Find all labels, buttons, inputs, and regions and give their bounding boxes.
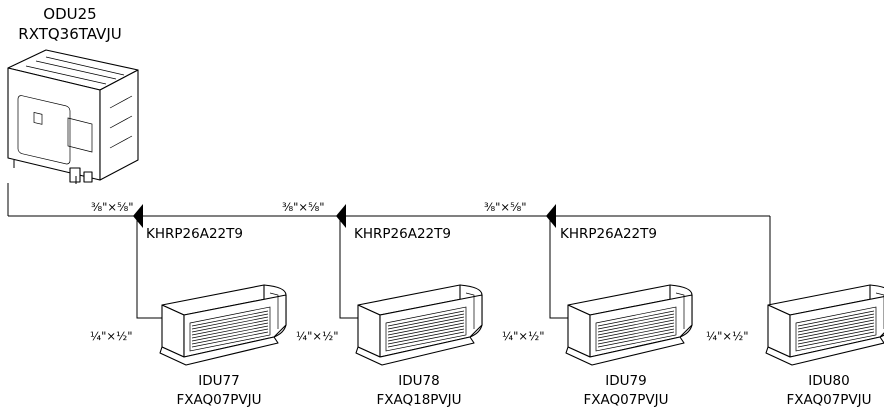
branch-kit-icon (546, 204, 556, 228)
main-pipe-size-1: ⅜"×⅝" (91, 200, 134, 214)
idu-pipe-size-1: ¼"×½" (90, 329, 133, 343)
idu-pipe-size-2: ¼"×½" (296, 329, 339, 343)
idu-model-2: FXAQ18PVJU (376, 392, 461, 408)
idu-pipe-size-4: ¼"×½" (706, 329, 749, 343)
outdoor-unit-icon (7, 49, 139, 184)
indoor-unit-icon (565, 284, 693, 366)
indoor-unit-icon (355, 284, 483, 366)
odu-name: ODU25 (43, 5, 96, 23)
idu-model-4: FXAQ07PVJU (786, 392, 871, 408)
indoor-unit-icon (765, 284, 884, 366)
idu-name-1: IDU77 (198, 373, 239, 389)
main-pipe-size-3: ⅜"×⅝" (484, 200, 527, 214)
odu-model: RXTQ36TAVJU (18, 25, 121, 43)
idu-model-1: FXAQ07PVJU (176, 392, 261, 408)
branch-kit-model-1: KHRP26A22T9 (146, 226, 243, 242)
idu-name-3: IDU79 (605, 373, 646, 389)
indoor-unit-icon (159, 284, 287, 366)
branch-kit-model-3: KHRP26A22T9 (560, 226, 657, 242)
idu-name-2: IDU78 (398, 373, 439, 389)
branch-kit-model-2: KHRP26A22T9 (354, 226, 451, 242)
branch-kit-icon (336, 204, 346, 228)
idu-model-3: FXAQ07PVJU (583, 392, 668, 408)
idu-name-4: IDU80 (808, 373, 849, 389)
main-pipe-size-2: ⅜"×⅝" (282, 200, 325, 214)
branch-kit-icon (133, 204, 143, 228)
idu-pipe-size-3: ¼"×½" (502, 329, 545, 343)
